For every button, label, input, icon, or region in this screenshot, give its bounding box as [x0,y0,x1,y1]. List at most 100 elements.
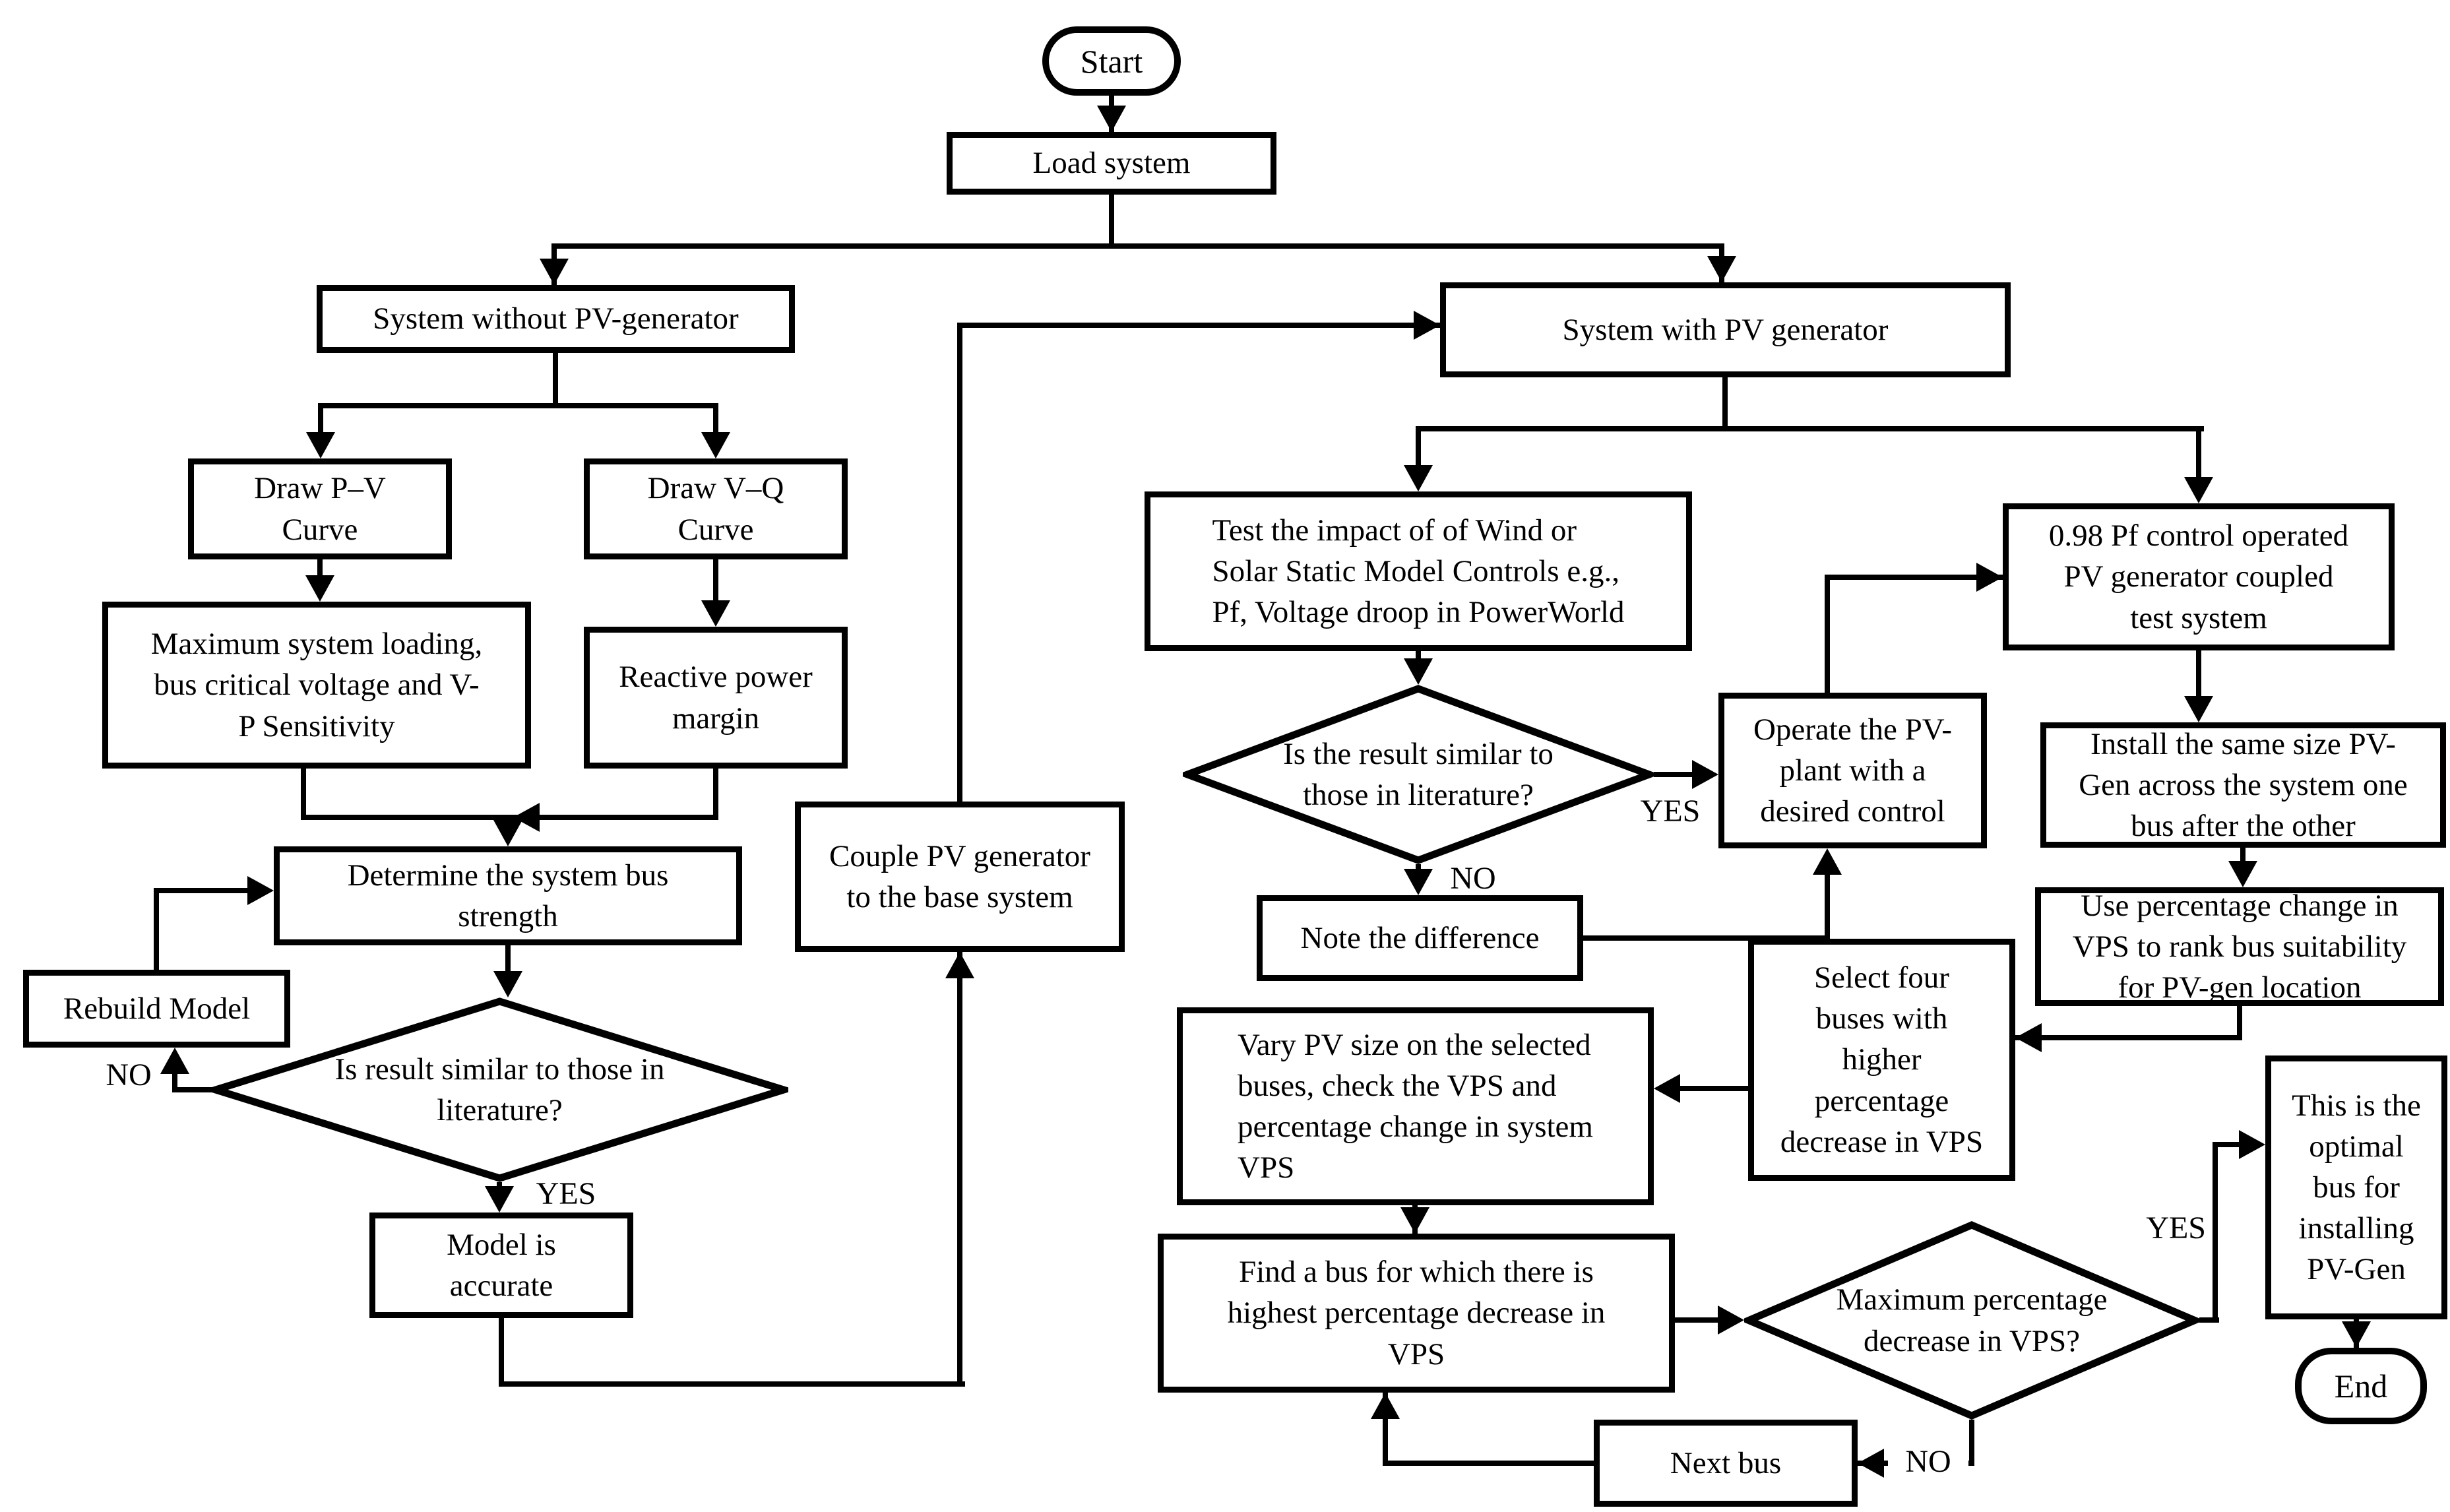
node-draw-vq-curve-label: Draw V–Q Curve [647,471,784,547]
node-test-impact: Test the impact of of Wind or Solar Stat… [1145,491,1692,651]
node-start: Start [1042,26,1181,96]
connector-line [551,243,1724,249]
node-couple-pv-generator-label: Couple PV generator to the base system [829,838,1090,914]
connector-line [2015,1035,2242,1040]
arrowhead-down [2342,1321,2371,1348]
connector-line [154,888,253,893]
node-note-difference: Note the difference [1257,895,1583,981]
node-system-without-pv: System without PV-generator [317,285,795,353]
arrowhead-down [1707,256,1736,282]
arrowhead-up [1371,1393,1400,1419]
arrowhead-left [1654,1074,1680,1103]
arrowhead-right [1692,760,1718,789]
node-decision-literature-right: Is the result similar to those in litera… [1183,685,1654,864]
node-decision-literature-left-label: Is result similar to those in literature… [334,1052,665,1127]
connector-line [2199,1317,2219,1323]
node-install-same-size: Install the same size PV- Gen across the… [2040,722,2446,848]
node-end-label: End [2334,1368,2388,1404]
node-load-system: Load system [947,132,1276,195]
node-rebuild-model: Rebuild Model [23,970,290,1048]
node-select-four-buses: Select four buses with higher percentage… [1748,939,2015,1181]
node-next-bus: Next bus [1594,1420,1858,1507]
connector-line [713,559,718,611]
node-determine-bus-strength-label: Determine the system bus strength [347,858,669,933]
arrowhead-down [1097,106,1126,132]
connector-line [1654,772,1700,777]
arrowhead-down [1404,465,1433,491]
node-start-label: Start [1080,42,1143,80]
arrowhead-up [945,952,974,978]
connector-line [154,891,159,971]
node-draw-vq-curve: Draw V–Q Curve [584,458,848,559]
node-model-accurate-label: Model is accurate [447,1227,556,1303]
node-draw-pv-curve-label: Draw P–V Curve [254,471,386,547]
connector-line [505,945,511,982]
connector-line [1722,377,1728,431]
connector-line [1825,575,1830,693]
connector-line [2237,1006,2242,1040]
connector-line [2213,1145,2218,1323]
node-draw-pv-curve: Draw P–V Curve [188,458,452,559]
node-find-bus: Find a bus for which there is highest pe… [1158,1234,1675,1393]
arrowhead-right [1414,311,1440,340]
connector-line [1583,935,1830,941]
arrowhead-up [160,1048,189,1074]
connector-line [318,403,718,408]
node-reactive-power-margin-label: Reactive power margin [619,660,813,736]
arrowhead-right [1718,1306,1744,1335]
connector-line [318,403,323,443]
connector-line [957,323,1445,328]
node-optimal-bus: This is the optimal bus for installing P… [2265,1055,2447,1319]
connector-line [1385,1461,1596,1466]
node-maximum-loading: Maximum system loading, bus critical vol… [102,602,531,769]
edge-label-no: NO [1888,1446,1968,1478]
connector-line [301,769,306,820]
connector-line [2213,1142,2246,1147]
node-note-difference-label: Note the difference [1300,920,1540,955]
connector-line [2196,650,2201,707]
arrowhead-down [2184,477,2213,503]
arrowhead-right [2239,1130,2265,1159]
node-use-percentage-change-label: Use percentage change in VPS to rank bus… [2072,888,2407,1005]
node-optimal-bus-label: This is the optimal bus for installing P… [2292,1088,2421,1287]
connector-line [172,1062,177,1092]
arrowhead-left [1858,1449,1884,1478]
connector-line [499,1318,504,1387]
node-decision-literature-right-label: Is the result similar to those in litera… [1283,736,1554,812]
connector-line [1383,1393,1388,1466]
connector-line [1416,426,2204,431]
node-decision-max-decrease: Maximum percentage decrease in VPS? [1744,1221,2199,1420]
arrowhead-down [306,432,335,458]
edge-label-yes: YES [536,1176,596,1211]
node-find-bus-label: Find a bus for which there is highest pe… [1227,1255,1606,1371]
node-determine-bus-strength: Determine the system bus strength [274,846,742,945]
node-end: End [2295,1348,2427,1424]
connector-line [2196,426,2201,489]
arrowhead-down [1404,658,1433,685]
connector-line [1679,1086,1751,1091]
arrowhead-up [1813,848,1842,875]
connector-line [957,952,962,1387]
arrowhead-left [2015,1023,2042,1052]
node-couple-pv-generator: Couple PV generator to the base system [795,802,1125,952]
arrowhead-down [493,820,522,846]
arrowhead-down [493,971,522,997]
connector-line [1675,1317,1724,1323]
node-test-impact-label: Test the impact of of Wind or Solar Stat… [1212,513,1625,630]
arrowhead-right [247,876,274,905]
arrowhead-down [2184,696,2213,722]
connector-line [1416,426,1421,476]
node-reactive-power-margin: Reactive power margin [584,627,848,769]
connector-line [713,769,718,820]
connector-line [1109,195,1114,249]
node-select-four-buses-label: Select four buses with higher percentage… [1780,961,1984,1159]
arrowhead-down [305,575,334,602]
edge-label-yes: YES [1640,794,1701,829]
diamond-shape [1183,685,1654,864]
connector-line [172,1087,214,1092]
connector-line [1825,575,2009,580]
node-use-percentage-change: Use percentage change in VPS to rank bus… [2035,887,2444,1006]
edge-label-no: NO [106,1057,152,1092]
node-model-accurate: Model is accurate [369,1213,633,1318]
